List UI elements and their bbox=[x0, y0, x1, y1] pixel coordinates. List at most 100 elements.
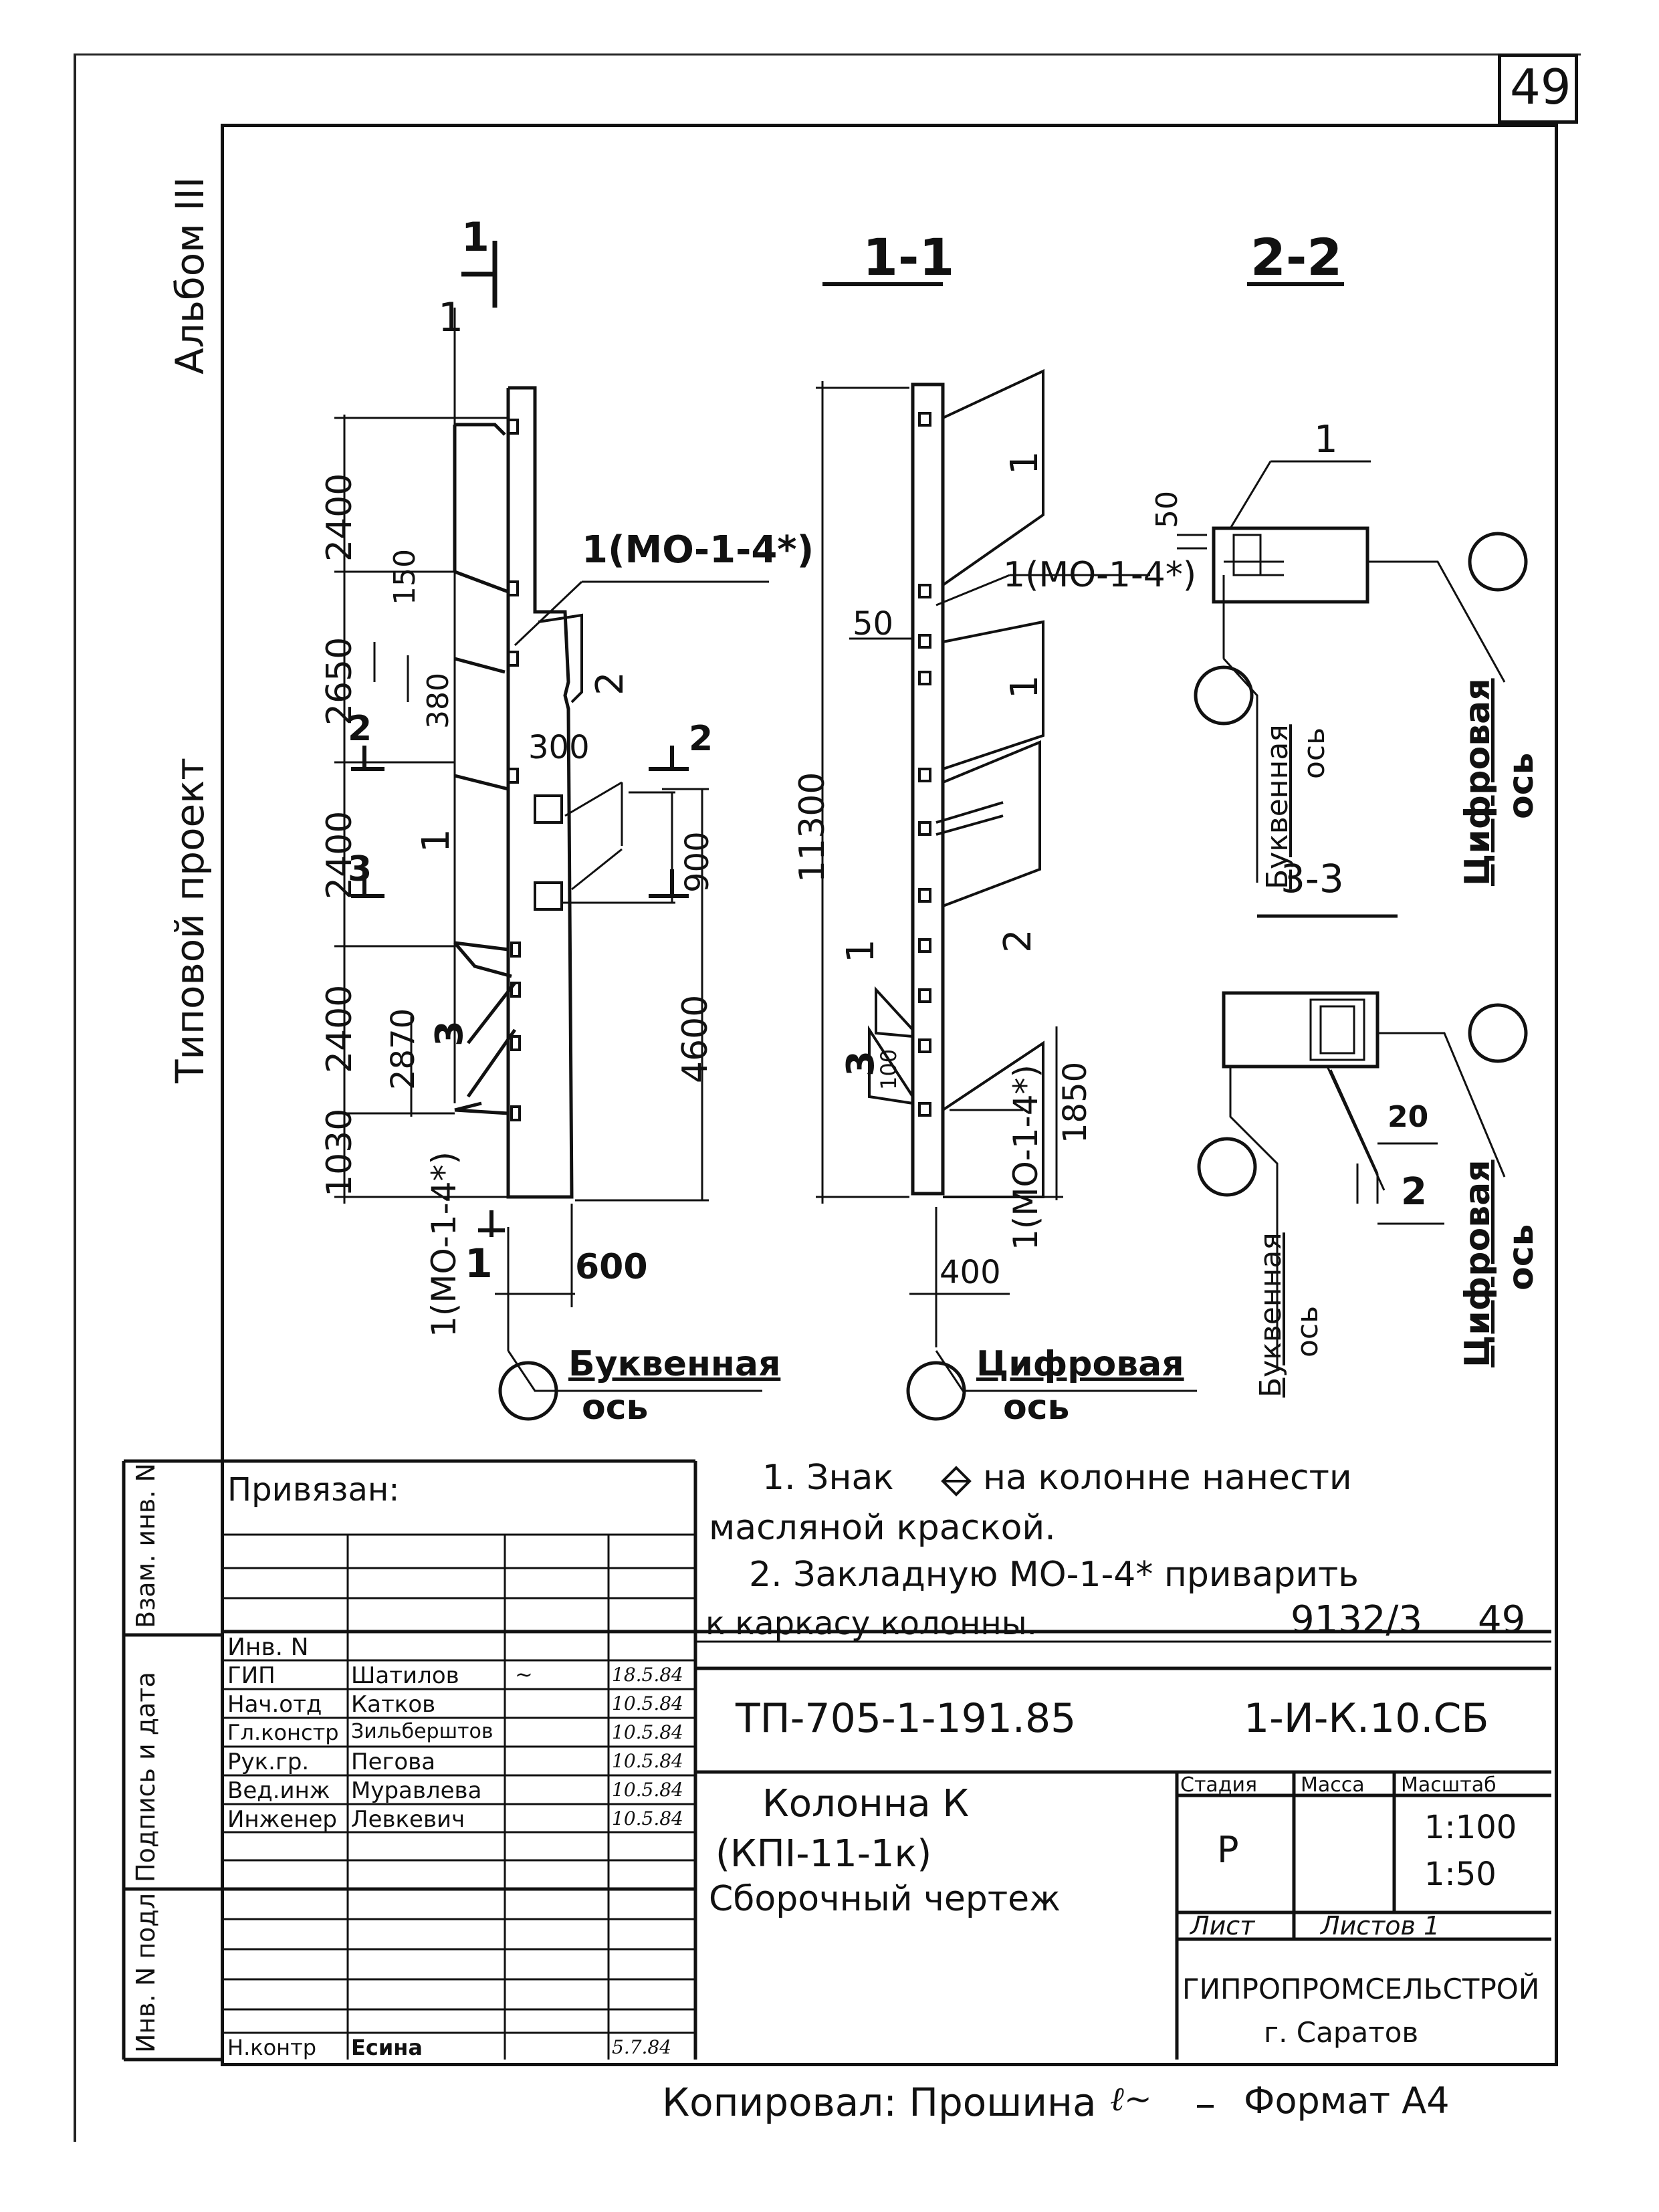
doc-ref: 9132/3 bbox=[1291, 1598, 1423, 1642]
inner-frame bbox=[221, 124, 1558, 2066]
drawing-code: 1-И-К.10.СБ bbox=[1244, 1695, 1489, 1742]
leader-1-elev-mid: 1 bbox=[415, 828, 458, 853]
axis-label-s11: Цифровая bbox=[976, 1344, 1184, 1384]
n-kontr-name: Есина bbox=[351, 2035, 423, 2060]
project-code: ТП-705-1-191.85 bbox=[736, 1695, 1077, 1742]
signer-role: Вед.инж bbox=[227, 1777, 330, 1804]
title-line-3: Сборочный чертеж bbox=[709, 1879, 1061, 1919]
signer-date: 10.5.84 bbox=[612, 1721, 683, 1743]
signer-date: 18.5.84 bbox=[612, 1664, 683, 1686]
dim-20-s33: 20 bbox=[1388, 1100, 1429, 1134]
org-name: ГИПРОПРОМСЕЛЬСТРОЙ bbox=[1182, 1973, 1540, 2005]
signer-role: ГИП bbox=[227, 1662, 275, 1689]
doc-ref-page: 49 bbox=[1478, 1598, 1526, 1642]
note-line-1b: на колонне нанести bbox=[983, 1458, 1352, 1498]
dim-1850: 1850 bbox=[1057, 1061, 1094, 1143]
stage-value: Р bbox=[1217, 1829, 1239, 1871]
signer-name: Катков bbox=[351, 1691, 436, 1718]
leader-2-elev: 2 bbox=[588, 671, 632, 695]
dim-400-s11: 400 bbox=[939, 1254, 1001, 1291]
title-line-2: (КПI-11-1к) bbox=[715, 1832, 932, 1876]
axis-digit-s33-2: ось bbox=[1501, 1224, 1541, 1291]
dim-600: 600 bbox=[575, 1247, 648, 1287]
section-3-3-heading: 3-3 bbox=[1281, 856, 1344, 901]
signer-date: 10.5.84 bbox=[612, 1692, 683, 1715]
dim-380: 380 bbox=[421, 673, 455, 729]
cut-mark-1-bottom: 1 bbox=[465, 1240, 493, 1287]
dim-50-s22: 50 bbox=[1150, 491, 1184, 528]
sheets-label: Листов 1 bbox=[1321, 1911, 1440, 1941]
side-podpis: Подпись и дата bbox=[131, 1672, 160, 1882]
copied-by: Копировал: Прошина bbox=[662, 2080, 1097, 2125]
elevation-column bbox=[506, 386, 574, 1199]
signer-name: Муравлева bbox=[351, 1777, 482, 1804]
note-line-1: 1. Знак bbox=[762, 1458, 894, 1498]
section-2-2-heading: 2-2 bbox=[1250, 227, 1343, 287]
leader-mo-s11: 1(МО-1-4*) bbox=[1003, 555, 1197, 595]
signer-name: Шатилов bbox=[351, 1662, 459, 1689]
signer-name: Зильберштов bbox=[351, 1720, 493, 1743]
leader-2-s11: 2 bbox=[996, 929, 1040, 953]
section-3-3 bbox=[1197, 991, 1528, 1371]
dim-2870: 2870 bbox=[384, 1008, 422, 1090]
signer-role: Инженер bbox=[227, 1806, 337, 1833]
cut-mark-2-left: 2 bbox=[348, 709, 372, 749]
mass-label: Масса bbox=[1301, 1773, 1365, 1797]
dim-2400-a: 2400 bbox=[320, 473, 360, 562]
dim-900: 900 bbox=[679, 831, 716, 893]
leader-1-s11-b: 1 bbox=[1003, 675, 1046, 699]
scale-label: Масштаб bbox=[1401, 1773, 1497, 1797]
axis-letter-s22-2: ось bbox=[1297, 727, 1331, 779]
footer-dash bbox=[1197, 2105, 1214, 2108]
city: г. Саратов bbox=[1264, 2016, 1419, 2049]
leader-2-s33: 2 bbox=[1401, 1170, 1427, 1214]
dim-4600: 4600 bbox=[675, 994, 715, 1083]
inv-n-label: Инв. N bbox=[227, 1634, 309, 1661]
axis-label-s11-2: ось bbox=[1003, 1388, 1070, 1428]
dim-1030: 1030 bbox=[320, 1108, 360, 1197]
axis-letter-s33: Буквенная bbox=[1254, 1232, 1288, 1398]
signer-role: Нач.отд bbox=[227, 1691, 322, 1718]
signer-name: Левкевич bbox=[351, 1806, 465, 1833]
section-1-1-column bbox=[911, 382, 945, 1196]
leader-mo-elev-bottom: 1(МО-1-4*) bbox=[425, 1151, 463, 1337]
sheet-number-box bbox=[1498, 53, 1578, 124]
note-line-3: 2. Закладную МО-1-4* приварить bbox=[749, 1555, 1359, 1595]
dim-50-s11: 50 bbox=[853, 605, 894, 643]
n-kontr-role: Н.контр bbox=[227, 2035, 317, 2060]
leader-1-top: 1 bbox=[438, 294, 464, 341]
dim-100-s11: 100 bbox=[876, 1048, 901, 1090]
dim-150: 150 bbox=[388, 549, 422, 605]
dim-11300: 11300 bbox=[792, 772, 833, 883]
title-line-1: Колонна К bbox=[762, 1782, 970, 1826]
dim-2400-c: 2400 bbox=[320, 984, 360, 1073]
signer-date: 10.5.84 bbox=[612, 1779, 683, 1801]
leader-1-s11-a: 1 bbox=[1003, 451, 1046, 475]
side-inv-zam: Взам. инв. N bbox=[131, 1463, 160, 1628]
leader-mo-elev: 1(МО-1-4*) bbox=[582, 528, 814, 572]
cut-mark-2-right: 2 bbox=[689, 719, 713, 759]
signature-mark: ~ bbox=[515, 1662, 533, 1687]
section-1-1-heading: 1-1 bbox=[863, 227, 955, 287]
section-2-2 bbox=[1177, 460, 1528, 883]
cut-mark-1-top: 1 bbox=[461, 214, 489, 261]
format-label: Формат А4 bbox=[1244, 2080, 1450, 2122]
dim-300: 300 bbox=[528, 729, 590, 766]
axis-digit-s22-2: ось bbox=[1501, 752, 1541, 819]
scale-1: 1:100 bbox=[1424, 1809, 1517, 1846]
stage-label: Стадия bbox=[1180, 1773, 1258, 1797]
leader-mo-s11-bottom: 1(МО-1-4*) bbox=[1006, 1064, 1045, 1250]
column-mark-symbol bbox=[941, 1466, 972, 1497]
signer-date: 10.5.84 bbox=[612, 1750, 683, 1772]
sheet-label: Лист bbox=[1190, 1911, 1255, 1941]
axis-label-elev-2: ось bbox=[582, 1388, 649, 1428]
signer-role: Гл.констр bbox=[227, 1720, 339, 1745]
signer-name: Пегова bbox=[351, 1749, 436, 1775]
n-kontr-date: 5.7.84 bbox=[612, 2036, 672, 2058]
axis-label-elev: Буквенная bbox=[568, 1344, 781, 1384]
signer-date: 10.5.84 bbox=[612, 1807, 683, 1830]
note-line-4: к каркасу колонны. bbox=[705, 1605, 1037, 1642]
leader-3-elev: 3 bbox=[428, 1020, 471, 1046]
copier-signature: ℓ~ bbox=[1110, 2080, 1152, 2118]
